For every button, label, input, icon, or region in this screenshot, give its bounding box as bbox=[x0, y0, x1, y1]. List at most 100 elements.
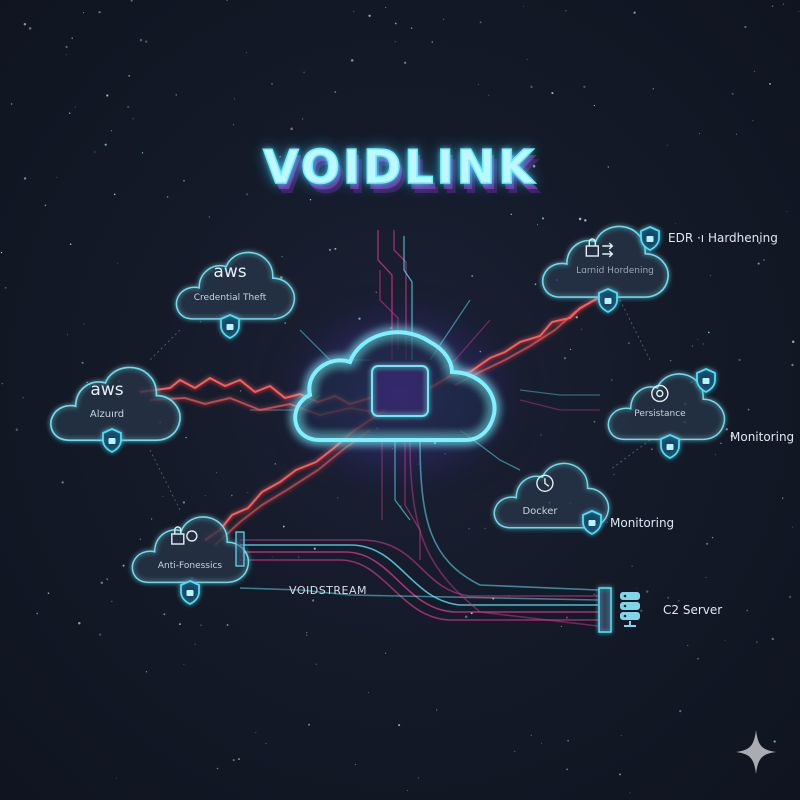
stream-line bbox=[240, 551, 598, 613]
star bbox=[312, 599, 315, 602]
star bbox=[1, 382, 4, 385]
star bbox=[758, 241, 761, 245]
star bbox=[788, 595, 792, 599]
star bbox=[536, 224, 539, 226]
star bbox=[116, 777, 117, 779]
node-cloud-docker[interactable] bbox=[493, 462, 610, 536]
star bbox=[117, 262, 119, 264]
star bbox=[230, 494, 233, 497]
connector bbox=[619, 299, 651, 361]
star bbox=[666, 144, 668, 146]
lock-arrows-icon bbox=[585, 238, 614, 258]
star bbox=[697, 658, 699, 660]
star bbox=[163, 613, 166, 616]
star bbox=[233, 98, 235, 100]
star bbox=[113, 193, 116, 196]
star bbox=[674, 222, 676, 224]
connector bbox=[149, 449, 181, 511]
stream-line bbox=[409, 439, 599, 627]
star bbox=[111, 600, 113, 603]
shield-glyph bbox=[226, 324, 234, 330]
star bbox=[297, 556, 300, 558]
star bbox=[667, 596, 670, 599]
star bbox=[100, 581, 103, 584]
gear-icon bbox=[651, 384, 669, 403]
star bbox=[706, 542, 709, 545]
star bbox=[200, 624, 202, 626]
star bbox=[106, 578, 109, 581]
star bbox=[74, 106, 76, 108]
cloud-outline bbox=[131, 515, 250, 584]
star bbox=[145, 40, 148, 43]
star bbox=[565, 616, 568, 619]
node-cloud-alzurrd[interactable] bbox=[49, 366, 182, 454]
star bbox=[246, 52, 247, 54]
star bbox=[127, 105, 130, 109]
star bbox=[569, 348, 572, 351]
star bbox=[442, 18, 445, 20]
star bbox=[730, 434, 734, 438]
star bbox=[436, 709, 438, 711]
star bbox=[633, 11, 636, 14]
star bbox=[182, 501, 186, 504]
star bbox=[238, 758, 240, 761]
star bbox=[23, 22, 27, 26]
star bbox=[139, 538, 141, 540]
star bbox=[199, 320, 202, 323]
star bbox=[514, 750, 516, 752]
star bbox=[563, 357, 566, 360]
star bbox=[746, 609, 748, 612]
node-cloud-anti-forensics[interactable] bbox=[131, 515, 250, 606]
star bbox=[280, 276, 283, 279]
star bbox=[771, 637, 775, 641]
shield-glyph bbox=[666, 444, 674, 450]
star bbox=[315, 663, 317, 665]
node-connectors bbox=[149, 299, 651, 511]
node-cloud-credential-theft[interactable] bbox=[175, 251, 296, 340]
node-label-credential-theft: Credential Theft bbox=[193, 293, 267, 303]
star bbox=[631, 565, 633, 567]
connector bbox=[149, 329, 181, 361]
trace bbox=[403, 236, 413, 360]
server-icon bbox=[620, 592, 640, 627]
star bbox=[226, 624, 229, 626]
star bbox=[593, 104, 596, 107]
star bbox=[271, 556, 273, 558]
star bbox=[584, 219, 587, 222]
star bbox=[328, 248, 332, 252]
star bbox=[541, 217, 545, 220]
star bbox=[566, 768, 569, 771]
star bbox=[22, 396, 25, 399]
star bbox=[791, 340, 795, 343]
star bbox=[354, 764, 356, 766]
star bbox=[185, 436, 187, 439]
star bbox=[309, 199, 312, 201]
star bbox=[738, 358, 741, 362]
star bbox=[350, 59, 354, 62]
star bbox=[610, 379, 613, 381]
clock-icon bbox=[536, 474, 554, 492]
star bbox=[65, 54, 67, 56]
star bbox=[175, 94, 177, 96]
star bbox=[279, 156, 281, 158]
star bbox=[747, 408, 750, 411]
star bbox=[575, 316, 578, 319]
star bbox=[232, 124, 235, 126]
star bbox=[368, 14, 371, 17]
star bbox=[652, 88, 654, 90]
star bbox=[417, 777, 420, 779]
star bbox=[15, 428, 18, 431]
node-cloud-persistence[interactable] bbox=[607, 368, 726, 460]
star bbox=[282, 525, 285, 528]
node-cloud-lateral-hardening[interactable] bbox=[541, 225, 670, 314]
star bbox=[270, 82, 274, 85]
star bbox=[651, 448, 653, 450]
trace bbox=[404, 440, 421, 560]
star bbox=[232, 759, 235, 762]
star bbox=[431, 41, 434, 43]
star bbox=[506, 149, 510, 152]
connector bbox=[609, 439, 651, 471]
star bbox=[78, 621, 81, 625]
star bbox=[720, 442, 722, 445]
